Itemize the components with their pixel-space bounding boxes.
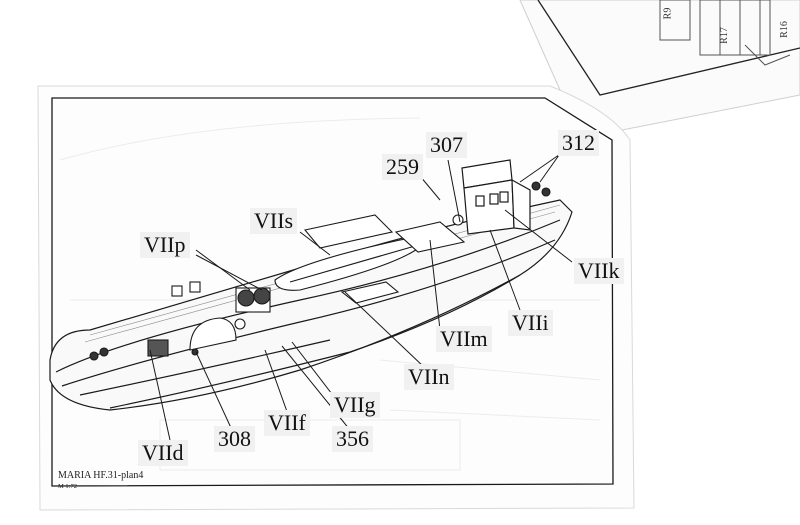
sheet2-label-r16: R16 [778, 21, 790, 38]
callout-viin: VIIn [404, 364, 454, 390]
callout-viii: VIIi [508, 310, 553, 336]
plan-scale: M 1:72 [58, 483, 77, 490]
callout-viid: VIId [138, 440, 188, 466]
callout-viig: VIIg [330, 392, 380, 418]
callout-356: 356 [332, 426, 373, 452]
callout-viim: VIIm [436, 326, 492, 352]
callout-viik: VIIk [574, 258, 624, 284]
callout-307: 307 [426, 132, 467, 158]
deck-fittings [89, 181, 551, 361]
callout-308: 308 [214, 426, 255, 452]
sheet2-label-r17: R17 [718, 27, 730, 44]
callout-259: 259 [382, 154, 423, 180]
callout-viif: VIIf [264, 410, 310, 436]
callout-312: 312 [558, 130, 599, 156]
callout-viis: VIIs [250, 208, 298, 234]
title-block: MARIA HF.31-plan4 M 1:72 [58, 470, 143, 492]
plan-title: MARIA HF.31-plan4 [58, 470, 144, 481]
sheet2-label-r9: R9 [662, 7, 674, 20]
callout-viip: VIIp [140, 232, 190, 258]
hatches [303, 214, 466, 304]
deckhouse [461, 159, 531, 235]
leader-lines [149, 147, 573, 441]
boat-hull [49, 199, 573, 411]
second-sheet [519, 0, 800, 133]
